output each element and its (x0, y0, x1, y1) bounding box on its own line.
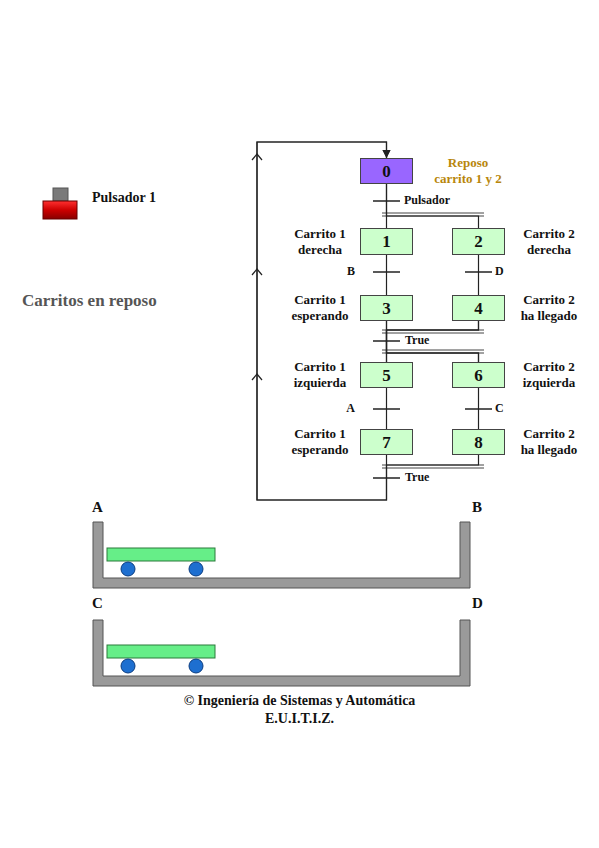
step-label: Reposo carrito 1 y 2 (428, 155, 508, 186)
step-label: Carrito 2 derecha (516, 226, 582, 257)
transition-condition: B (345, 265, 357, 278)
grafcet-step: 5Carrito 1 izquierda (360, 362, 413, 388)
position-label: C (92, 594, 103, 612)
grafcet-step: 0Reposo carrito 1 y 2 (360, 158, 413, 184)
credit: E.U.I.T.I.Z. (0, 711, 599, 728)
step-number: 4 (474, 300, 483, 317)
credit: © Ingeniería de Sistemas y Automática (0, 693, 599, 710)
step-label: Carrito 1 izquierda (287, 359, 353, 390)
status-text: Carritos en reposo (22, 291, 157, 311)
step-label: Carrito 2 izquierda (516, 359, 582, 390)
grafcet-step: 7Carrito 1 esperando (360, 429, 413, 455)
step-number: 0 (382, 163, 391, 180)
connector (386, 388, 387, 429)
connector (387, 321, 479, 362)
step-number: 3 (382, 300, 391, 317)
step-number: 1 (382, 233, 391, 250)
grafcet-step: 3Carrito 1 esperando (360, 295, 413, 321)
wheel (189, 562, 203, 576)
step-label: Carrito 1 derecha (287, 226, 353, 257)
position-label: D (472, 594, 483, 612)
connector (386, 255, 387, 295)
cart (107, 645, 215, 658)
step-number: 5 (382, 367, 391, 384)
connector (257, 142, 479, 500)
position-label: B (472, 498, 482, 516)
connector (387, 321, 479, 362)
track (93, 620, 470, 686)
grafcet-step: 8Carrito 2 ha llegado (452, 429, 505, 455)
transition-condition: True (403, 471, 431, 484)
connector (387, 321, 479, 362)
step-label: Carrito 2 ha llegado (516, 292, 582, 323)
transition-condition: D (493, 265, 506, 278)
connector (478, 388, 479, 429)
wheel (189, 659, 203, 673)
step-label: Carrito 1 esperando (287, 426, 353, 457)
connector (387, 184, 479, 228)
button-cap (53, 188, 68, 201)
transition-condition: A (344, 402, 357, 415)
button-label: Pulsador 1 (92, 190, 156, 207)
wheel (121, 659, 135, 673)
wheel (121, 562, 135, 576)
grafcet-step: 4Carrito 2 ha llegado (452, 295, 505, 321)
transition-condition: Pulsador (402, 194, 452, 207)
cart (107, 548, 215, 561)
grafcet-step: 2Carrito 2 derecha (452, 228, 505, 255)
step-label: Carrito 2 ha llegado (516, 426, 582, 457)
step-number: 2 (474, 233, 483, 250)
position-label: A (92, 498, 103, 516)
grafcet-step: 1Carrito 1 derecha (360, 228, 413, 255)
step-number: 6 (474, 367, 483, 384)
step-label: Carrito 1 esperando (287, 292, 353, 323)
grafcet-step: 6Carrito 2 izquierda (452, 362, 505, 388)
button-body (43, 201, 77, 219)
track (93, 522, 470, 588)
transition-condition: True (403, 334, 431, 347)
step-number: 7 (382, 434, 391, 451)
step-number: 8 (474, 434, 483, 451)
connector (478, 255, 479, 295)
transition-condition: C (493, 402, 506, 415)
